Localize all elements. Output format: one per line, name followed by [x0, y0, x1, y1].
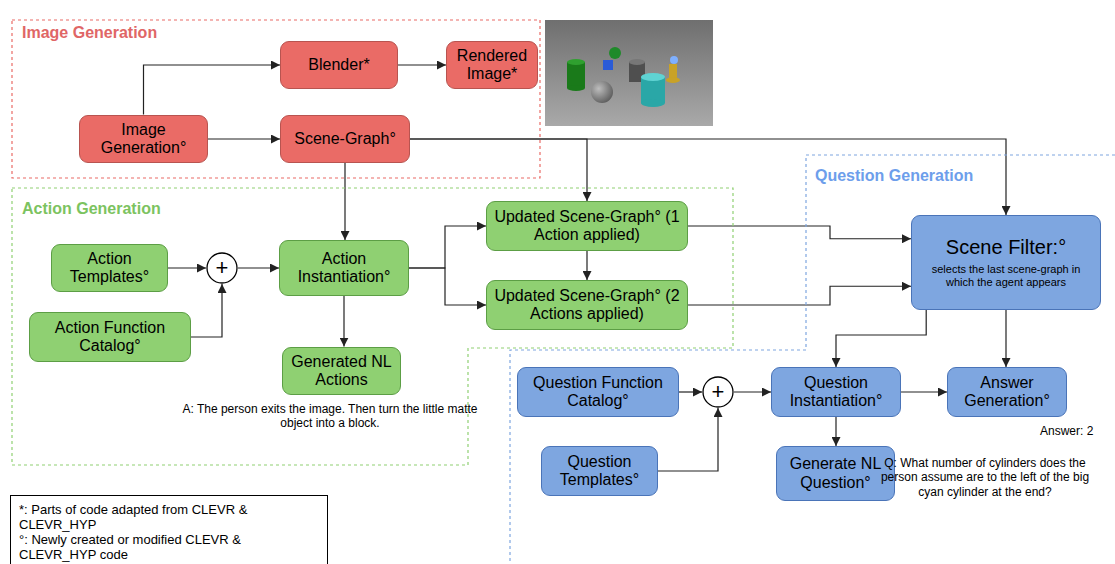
flow-arrow	[208, 138, 280, 139]
box-label: Generated NL Actions	[289, 353, 394, 390]
flow-arrow	[679, 391, 702, 392]
plus-symbol: +	[712, 379, 725, 404]
process-box: Action Function Catalog°	[29, 312, 191, 362]
box-label: Updated Scene-Graph° (2 Actions applied)	[493, 287, 681, 324]
flow-arrow	[836, 310, 926, 367]
flow-arrow	[901, 391, 947, 392]
flow-arrow	[343, 296, 344, 347]
box-label: Scene-Graph°	[294, 130, 396, 148]
flow-arrow	[144, 65, 281, 115]
flow-arrow	[688, 226, 911, 239]
flow-arrow	[191, 284, 222, 337]
legend-note-text: °: Newly created or modified CLEVR & CLE…	[19, 533, 319, 563]
process-box: Updated Scene-Graph° (2 Actions applied)	[486, 280, 688, 330]
flow-arrow	[688, 286, 911, 305]
sum-circle: +	[702, 376, 734, 408]
legend-note-box: *: Parts of code adapted from CLEVR & CL…	[10, 495, 328, 564]
process-box: Answer Generation°	[947, 367, 1067, 417]
process-box: Action Templates°	[51, 244, 168, 293]
process-box: Action Instantiation°	[279, 240, 409, 296]
process-box: Rendered Image*	[446, 41, 538, 90]
box-label: Generate NL Question°	[783, 455, 888, 492]
question-example-text: Q: What number of cylinders does the per…	[880, 456, 1090, 499]
action-example-text: A: The person exits the image. Then turn…	[180, 402, 480, 431]
box-label: Image Generation°	[86, 121, 201, 158]
flow-arrow	[409, 226, 486, 268]
box-label: Scene Filter:°	[946, 236, 1066, 259]
box-label: Question Function Catalog°	[524, 374, 672, 411]
image-generation-region: Image GenerationImage Generation° Blender…	[12, 20, 540, 178]
box-label: Updated Scene-Graph° (1 Action applied)	[493, 208, 681, 245]
legend-note-text: *: Parts of code adapted from CLEVR & CL…	[19, 503, 319, 533]
region-heading: Action Generation	[22, 200, 161, 218]
process-box: Blender*	[280, 41, 398, 89]
box-description: selects the last scene-graph in which th…	[918, 263, 1094, 288]
flow-arrow	[734, 391, 771, 392]
box-label: Question Instantiation°	[778, 374, 894, 411]
flow-arrow	[409, 268, 486, 305]
process-box: Question Function Catalog°	[517, 367, 679, 417]
flow-arrow	[238, 267, 279, 268]
plus-symbol: +	[216, 255, 229, 280]
filter-box: Scene Filter:° selects the last scene-gra…	[911, 215, 1101, 310]
rendered-scene-illustration	[545, 20, 713, 126]
flow-arrow	[398, 64, 446, 65]
box-label: Action Instantiation°	[286, 250, 402, 287]
flow-arrow	[410, 139, 587, 201]
process-box: Generated NL Actions	[282, 347, 401, 396]
process-box: Updated Scene-Graph° (1 Action applied)	[486, 201, 688, 251]
flow-arrow	[835, 417, 836, 446]
process-box: Image Generation°	[79, 115, 208, 164]
answer-text: Answer: 2	[1040, 424, 1110, 438]
region-heading: Image Generation	[22, 24, 157, 42]
flow-arrow	[344, 163, 345, 240]
flow-arrow	[586, 251, 587, 280]
sum-circle: +	[206, 252, 238, 284]
process-box: Question Instantiation°	[771, 367, 901, 417]
process-box: Question Templates°	[541, 446, 658, 496]
process-box: Generate NL Question°	[776, 446, 895, 501]
flow-arrow	[168, 267, 206, 268]
box-label: Blender*	[308, 56, 369, 74]
flow-arrow	[658, 408, 718, 471]
flow-arrow	[1005, 310, 1006, 367]
process-box: Scene-Graph°	[280, 115, 410, 163]
box-label: Answer Generation°	[954, 374, 1060, 411]
box-label: Rendered Image*	[453, 47, 531, 84]
box-label: Action Function Catalog°	[36, 319, 184, 356]
box-label: Action Templates°	[58, 250, 161, 287]
region-heading: Question Generation	[815, 167, 973, 185]
box-label: Question Templates°	[548, 453, 651, 490]
